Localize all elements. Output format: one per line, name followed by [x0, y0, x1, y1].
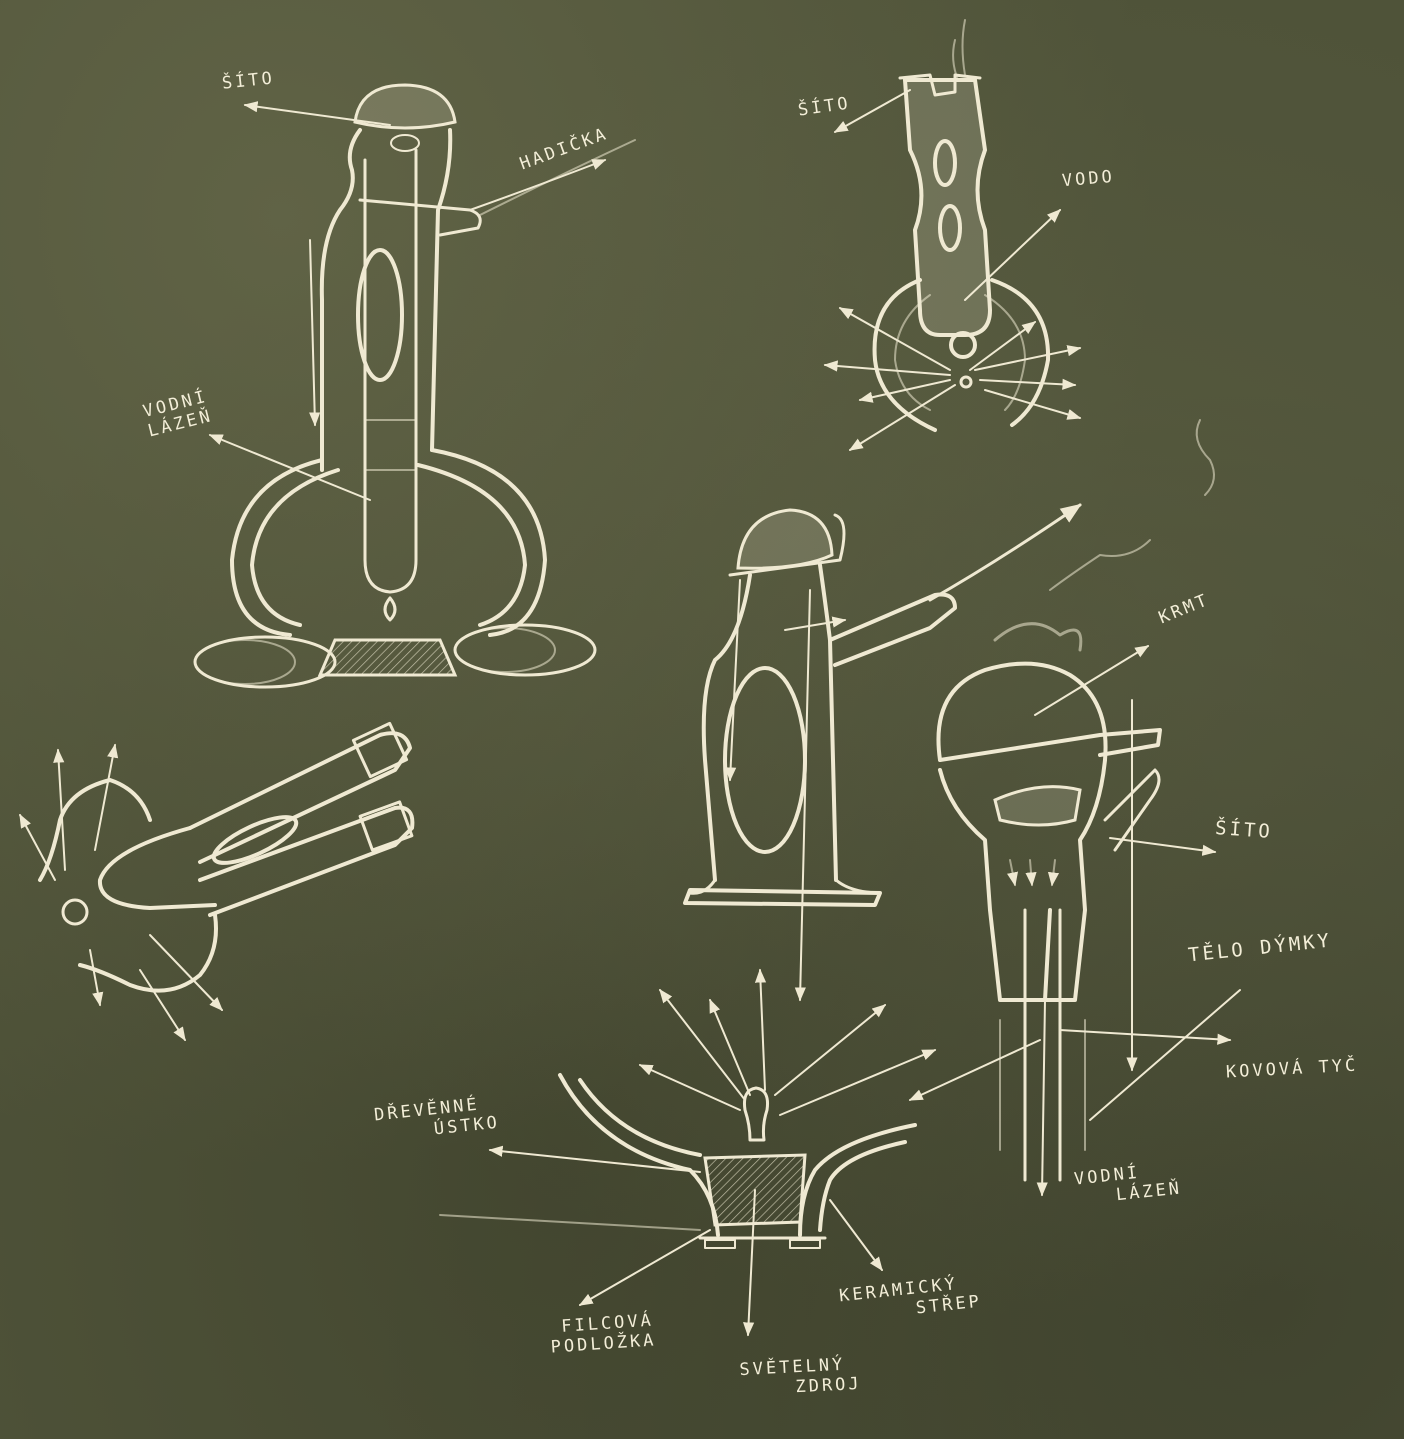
- pipe-section-right: [910, 420, 1240, 1195]
- label-svetelny-zdroj: světelný zdroj: [739, 1355, 862, 1400]
- pipe-sketch-middle: [685, 505, 1080, 1000]
- label-text: vodo: [1061, 167, 1115, 192]
- label-text: šíto: [1214, 817, 1273, 843]
- pipe-section-top-right: [825, 20, 1080, 450]
- pipe-sketch-left-rotated: [20, 723, 412, 1040]
- label-filcova-podlozka: filcová podložka: [549, 1311, 657, 1357]
- pipe-sketch-top-left: [195, 85, 635, 687]
- base-section-bottom: [440, 970, 935, 1335]
- label-sito-right: šíto: [1214, 818, 1273, 844]
